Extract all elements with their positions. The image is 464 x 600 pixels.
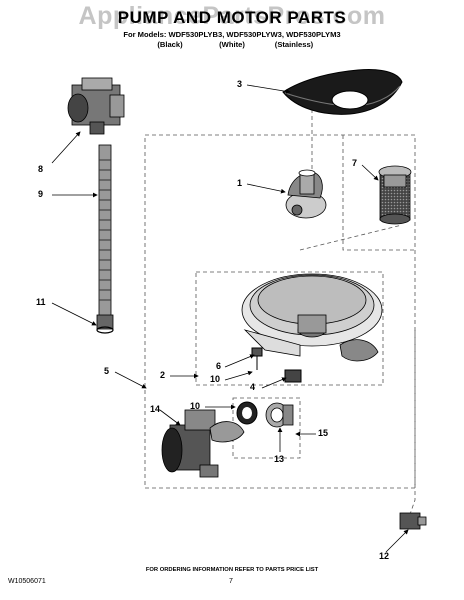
callout-7: 7 [352,158,358,168]
drain-assembly-part [285,169,327,219]
page-title: PUMP AND MOTOR PARTS [117,8,347,27]
callout-11: 11 [36,297,46,307]
variant-labels: (Black) (White) (Stainless) [0,40,464,49]
callout-5: 5 [104,366,110,376]
callout-10-upper: 10 [210,374,221,384]
variant-white: (White) [219,40,245,49]
variant-black: (Black) [157,40,183,49]
callout-10-lower: 10 [190,401,201,411]
callout-14: 14 [150,404,161,414]
drain-hose-part [96,144,114,330]
callout-9: 9 [38,189,44,199]
hose-clamp-part [96,326,114,334]
callout-8: 8 [38,164,44,174]
callout-15: 15 [318,428,329,438]
watermark: AppliancePartsPros.com [78,2,386,30]
callout-6: 6 [216,361,222,371]
document-number: W10506071 [8,578,46,585]
callout-4: 4 [250,382,256,392]
callout-12: 12 [379,551,390,561]
sensor-part [284,369,302,383]
fine-filter-part [378,165,412,225]
callout-2: 2 [160,370,166,380]
drain-pump-part [67,77,125,135]
retainer-part [265,402,294,428]
callout-1: 1 [237,178,243,188]
callout-3: 3 [237,79,243,89]
ordering-note: FOR ORDERING INFORMATION REFER TO PARTS … [145,567,319,573]
models-line: For Models: WDF530PLYB3, WDF530PLYW3, WD… [123,30,341,39]
circulation-motor-part [161,409,245,478]
callout-13: 13 [274,454,285,464]
filter-ring-part [282,69,403,115]
sump-part [241,273,383,362]
page-number: 7 [229,578,233,585]
variant-stainless: (Stainless) [274,40,314,49]
wire-harness-part [399,512,427,530]
